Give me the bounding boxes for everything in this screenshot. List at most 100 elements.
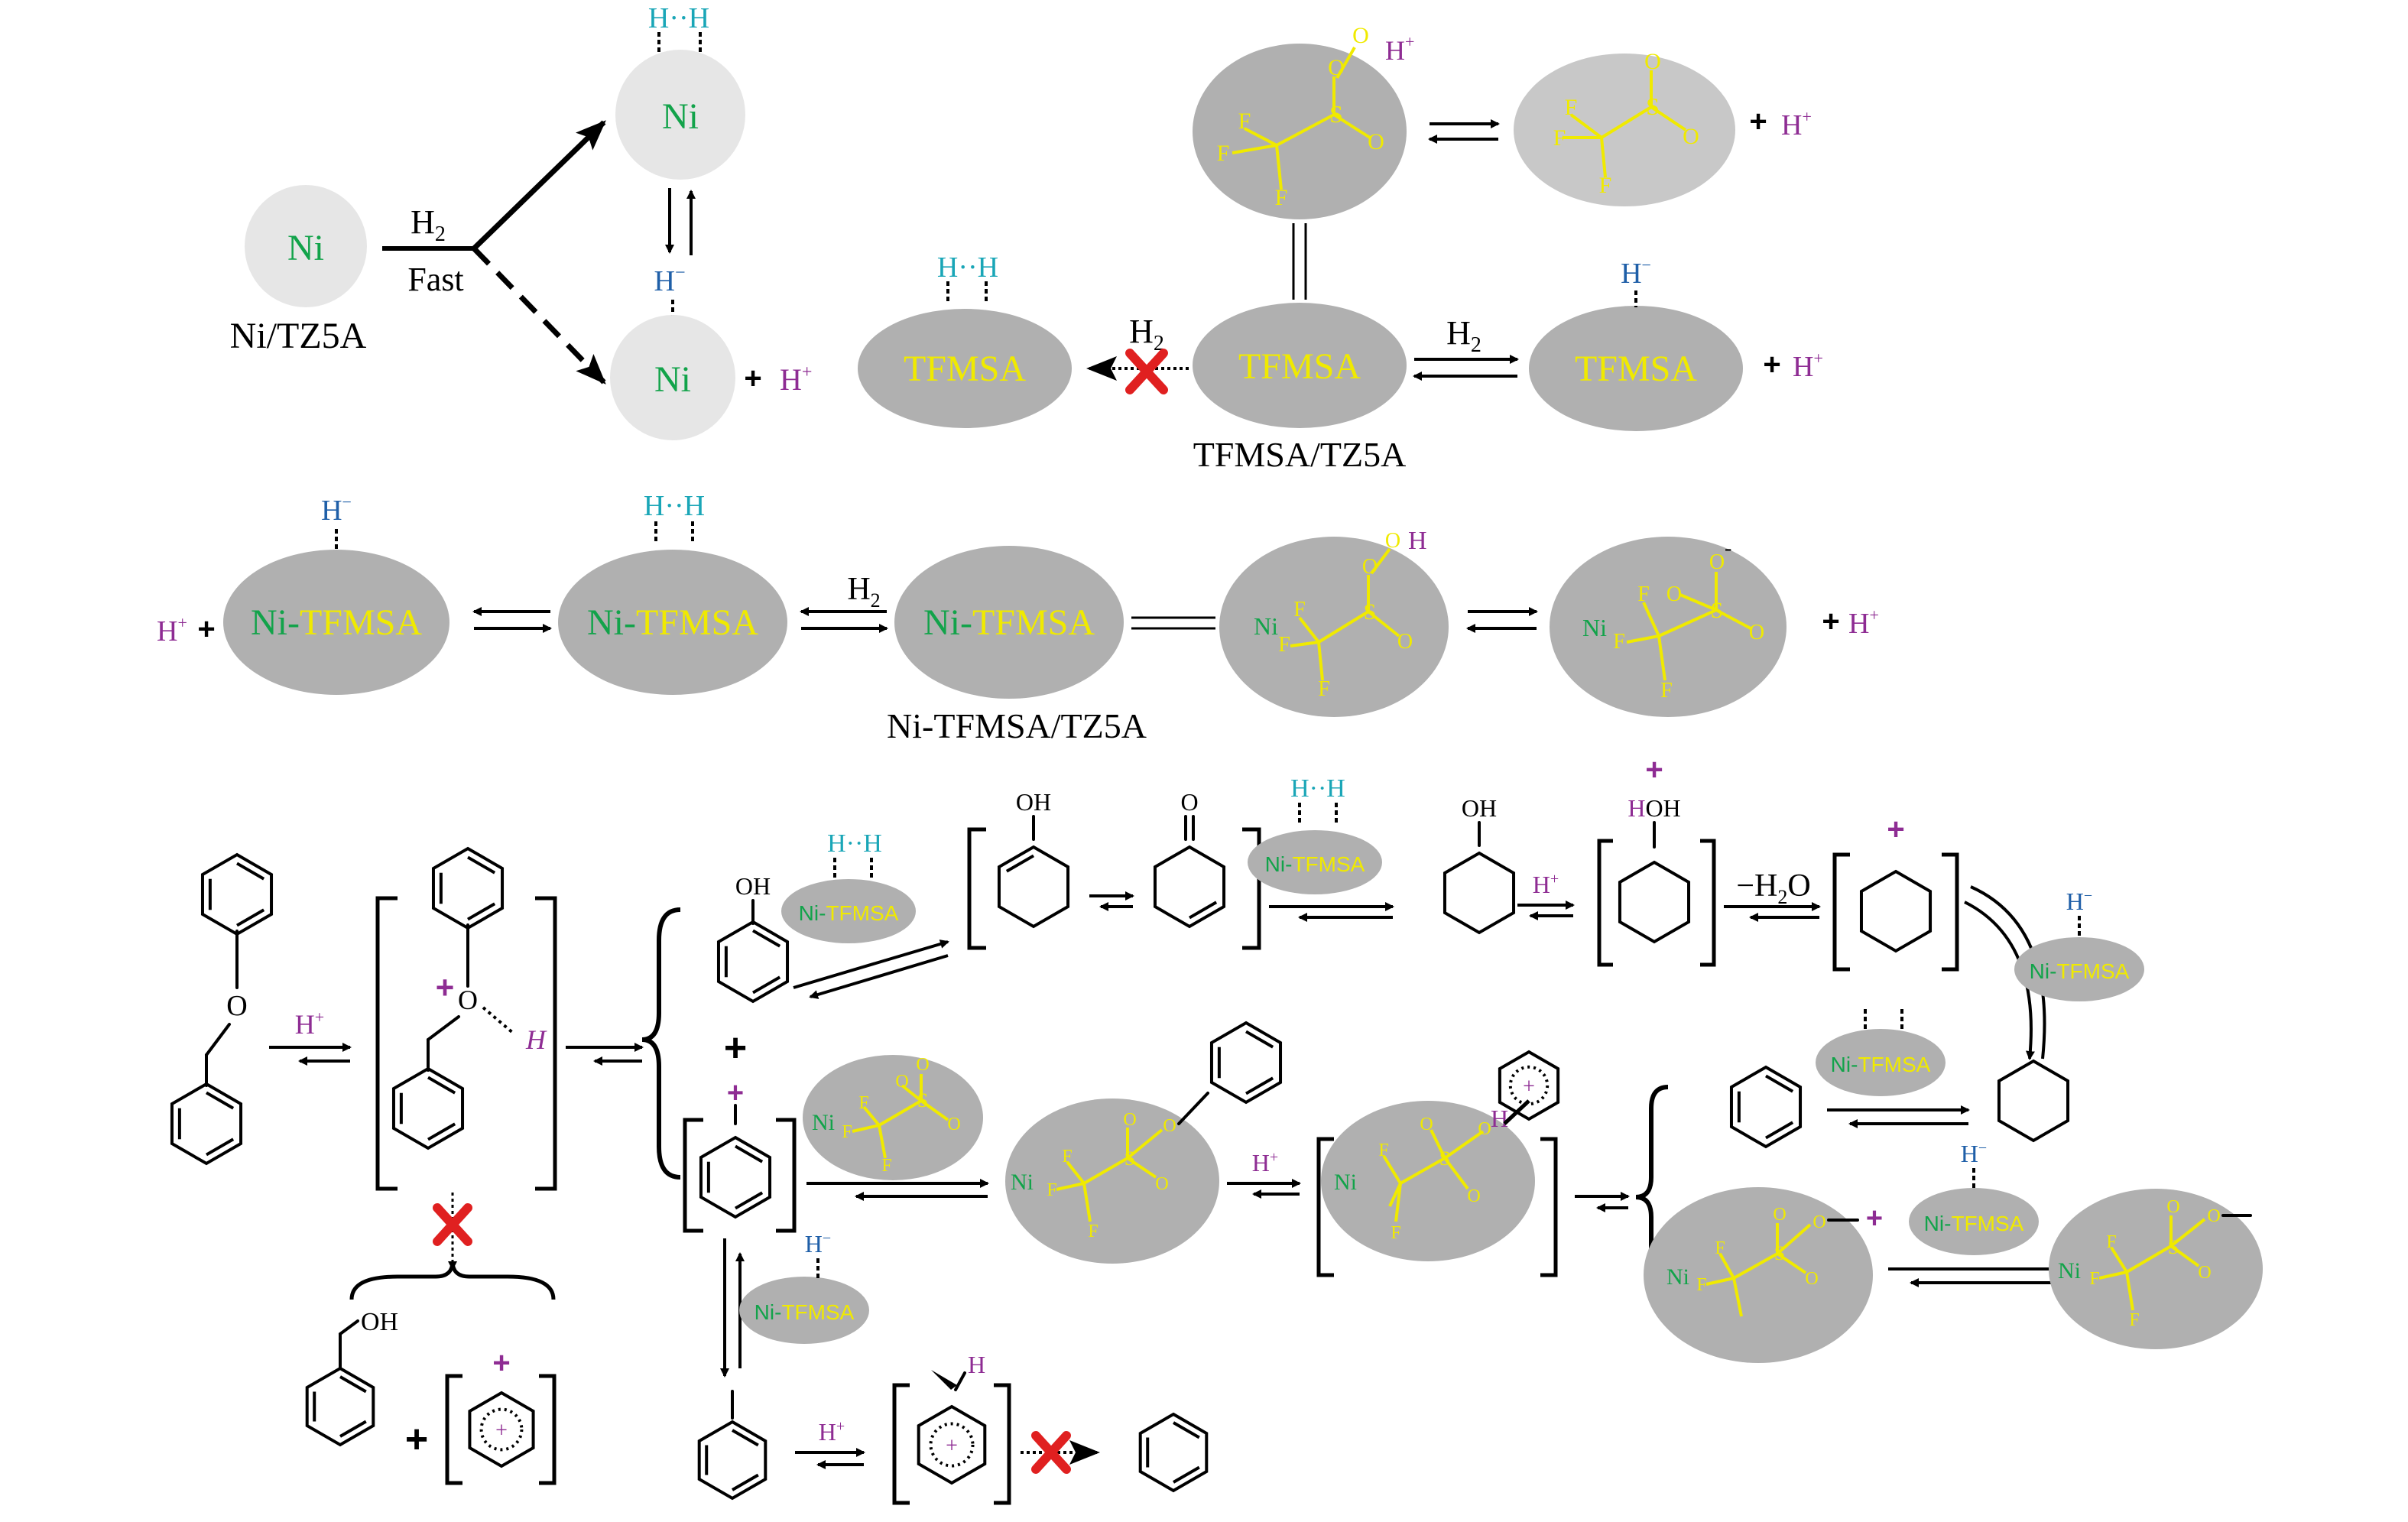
cation-charge: + — [1887, 813, 1904, 846]
oxonium-h: H — [525, 1024, 547, 1055]
double-bond — [339, 1420, 367, 1438]
blocked-cross-icon — [1031, 1431, 1071, 1474]
ni-tfmsa-label: Ni-TFMSA — [2030, 959, 2130, 983]
protonated-sulfonate — [1382, 1129, 1485, 1222]
ring — [1729, 1065, 1803, 1149]
ring — [699, 1135, 772, 1219]
ni-label: Ni — [1011, 1170, 1034, 1195]
ni-tfmsa-ellipse-small — [781, 879, 916, 943]
ni-tfmsa-label: Ni-TFMSA — [251, 602, 422, 643]
ring — [305, 1366, 375, 1447]
panel-bpe-mechanism: +++ O H+ O + H OH + + — [170, 753, 2263, 1505]
ni-tfmsa-label: Ni-TFMSA — [755, 1300, 855, 1324]
plus-sign: + — [1763, 348, 1780, 381]
bracket-left — [1316, 1137, 1334, 1277]
cation-charge: + — [436, 969, 455, 1005]
hh-adsorbed: H··H — [1290, 774, 1345, 803]
atom-s: S — [1711, 598, 1724, 623]
proton-label: H+ — [1252, 1149, 1278, 1176]
proton-label: H+ — [157, 613, 187, 647]
protonated-ester-ellipse — [1321, 1101, 1535, 1261]
enol-oh: OH — [1016, 788, 1051, 816]
brace-products — [349, 1261, 556, 1300]
atom-o: O — [1683, 124, 1699, 149]
panel-tfmsa-tz5a: F F F S O O O H+ F F F S O O + H+ TFMSA — [858, 23, 1823, 474]
atom-o: O — [1420, 1115, 1433, 1134]
dissociation-arrow-heterolytic — [472, 246, 606, 385]
atom-f: F — [1278, 633, 1290, 657]
panel-ni-tz5a: Ni Ni/TZ5A H2 Fast Ni H··H H− Ni + H+ — [230, 2, 812, 440]
double-bond — [734, 1191, 764, 1210]
ni-label: Ni — [1582, 614, 1607, 641]
atom-s: S — [1124, 1147, 1135, 1170]
catalyst-caption: Ni/TZ5A — [230, 316, 367, 356]
atom-o: O — [2207, 1206, 2220, 1226]
water-label: −H2O — [1736, 868, 1810, 908]
double-bond — [1173, 1421, 1200, 1439]
ring — [1618, 860, 1691, 944]
hydride-label: H− — [805, 1230, 831, 1258]
atom-f: F — [2106, 1232, 2116, 1252]
ring — [431, 846, 505, 930]
bracket-right — [776, 1118, 797, 1233]
cation-charge: + — [1645, 753, 1663, 787]
cation-charge: + — [1523, 1075, 1535, 1099]
ni-tfmsa-label: Ni-TFMSA — [923, 602, 1095, 643]
double-bond — [466, 855, 496, 875]
tfmsa-ellipse-left — [858, 309, 1072, 428]
atom-o: O — [2166, 1197, 2179, 1217]
equilibrium-arrow-forward — [793, 939, 949, 989]
cyclohexanol-oh: OH — [1462, 794, 1497, 822]
ni-tfmsa-ellipse — [894, 546, 1124, 699]
double-bond — [1764, 1121, 1794, 1140]
plus-sign: + — [1749, 105, 1767, 138]
ni-tfmsa-anion-ellipse — [1550, 537, 1787, 717]
ring — [697, 1420, 768, 1501]
catalyst-caption: Ni-TFMSA/TZ5A — [887, 706, 1147, 745]
hydride-label: H− — [1621, 255, 1651, 290]
atom-o: O — [1805, 1269, 1818, 1289]
bond — [205, 1023, 231, 1056]
atom-f: F — [1553, 125, 1566, 151]
double-bond — [731, 1473, 759, 1491]
atom-f: F — [842, 1122, 852, 1142]
bond-wedge — [1503, 1099, 1530, 1125]
phenol-oh: OH — [735, 872, 771, 900]
atom-o: O — [1362, 555, 1378, 579]
tfmsa-on-ni — [1290, 547, 1400, 681]
ring — [170, 1082, 243, 1166]
ni-tfmsa-ester-product-ellipse — [2049, 1189, 2263, 1349]
plus-sign: + — [724, 1026, 747, 1070]
plus-sign: + — [405, 1417, 428, 1462]
atom-o: O — [1644, 49, 1661, 74]
equilibrium-arrow-back — [809, 954, 949, 999]
hydride-label: H− — [321, 492, 352, 527]
tfmsa-anion-ellipse — [1514, 54, 1735, 206]
double-bond — [1245, 1076, 1274, 1095]
plus-sign: + — [744, 362, 761, 395]
h2-reagent: H2 — [1129, 313, 1164, 355]
protonated-h: H — [1491, 1105, 1508, 1132]
plus-sign: + — [197, 612, 215, 646]
atom-s: S — [1646, 92, 1660, 120]
atom-o: O — [947, 1115, 960, 1134]
atom-o: O — [895, 1072, 908, 1092]
delocalized-charge-ring — [929, 1422, 975, 1468]
delocalized-charge-ring — [479, 1407, 524, 1452]
bond-hashed — [482, 1006, 515, 1035]
ring — [1443, 851, 1516, 935]
sulfonate-ester-product — [2098, 1215, 2206, 1311]
atom-o: O — [916, 1055, 929, 1075]
bracket-left — [1832, 852, 1850, 972]
proton-label: H+ — [819, 1418, 845, 1446]
atom-o: O — [1368, 129, 1384, 154]
tfmsa-molecule-protonated — [1232, 47, 1371, 190]
atom-f: F — [2089, 1269, 2099, 1289]
atom-o: O — [1397, 630, 1413, 654]
tfmsa-ellipse-right — [1529, 306, 1743, 431]
cation-charge: + — [727, 1077, 744, 1109]
atom-f: F — [881, 1156, 891, 1176]
ni-tfmsa-label: Ni-TFMSA — [799, 901, 899, 925]
atom-f: F — [1613, 630, 1625, 654]
